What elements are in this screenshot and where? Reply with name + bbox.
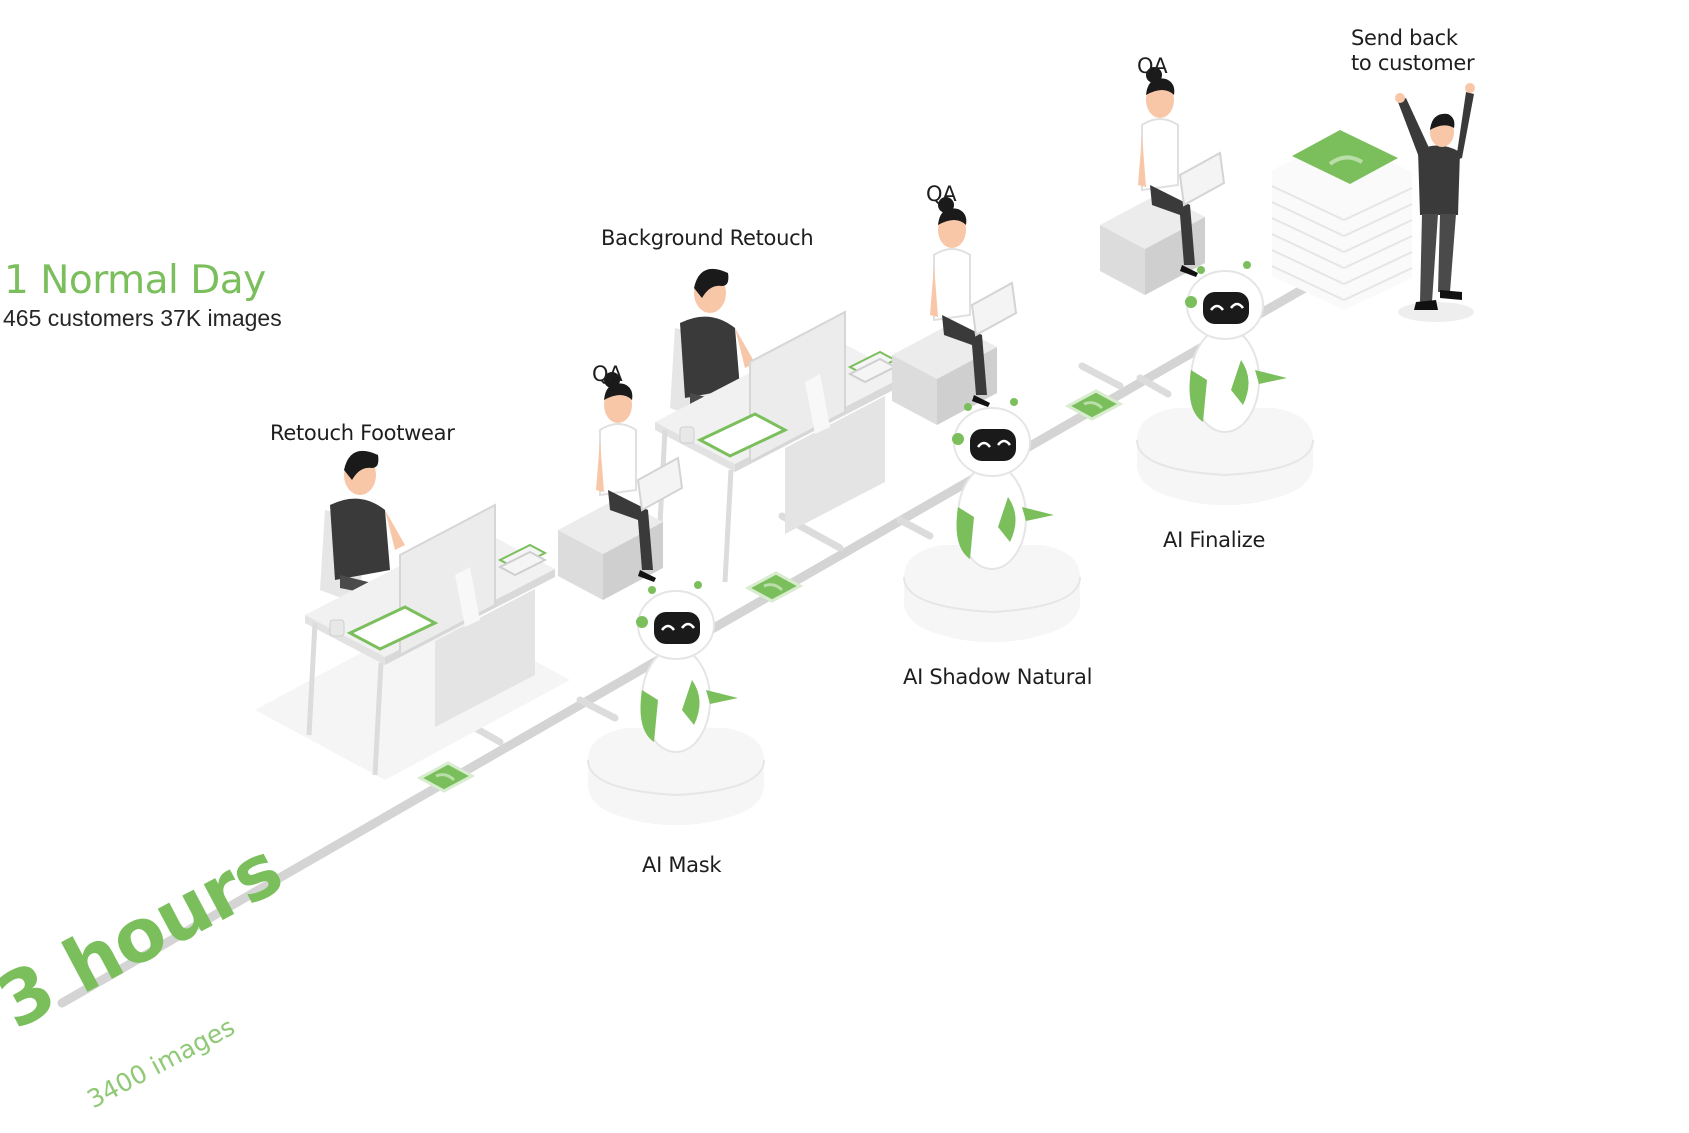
- label-qa-2: QA: [926, 182, 957, 206]
- label-qa-1: QA: [592, 362, 623, 386]
- qa-reviewer-3: [1099, 66, 1225, 296]
- label-retouch-footwear: Retouch Footwear: [270, 421, 455, 445]
- label-ai-mask: AI Mask: [642, 853, 722, 877]
- label-send-back-line1: Send back: [1351, 26, 1458, 50]
- qa-reviewer-2: [891, 196, 1017, 426]
- label-qa-3: QA: [1137, 54, 1168, 78]
- label-ai-finalize: AI Finalize: [1163, 528, 1266, 552]
- label-background-retouch: Background Retouch: [601, 226, 814, 250]
- label-send-back: Send back to customer: [1351, 26, 1475, 76]
- image-stack: [1271, 130, 1413, 310]
- page-subtitle: 465 customers 37K images: [3, 305, 282, 331]
- page-title: 1 Normal Day: [4, 258, 266, 303]
- qa-reviewer-1: [557, 371, 683, 601]
- label-send-back-line2: to customer: [1351, 51, 1475, 75]
- label-ai-shadow-natural: AI Shadow Natural: [903, 665, 1093, 689]
- image-tile-2: [746, 571, 802, 603]
- customer-figure: [1395, 83, 1475, 322]
